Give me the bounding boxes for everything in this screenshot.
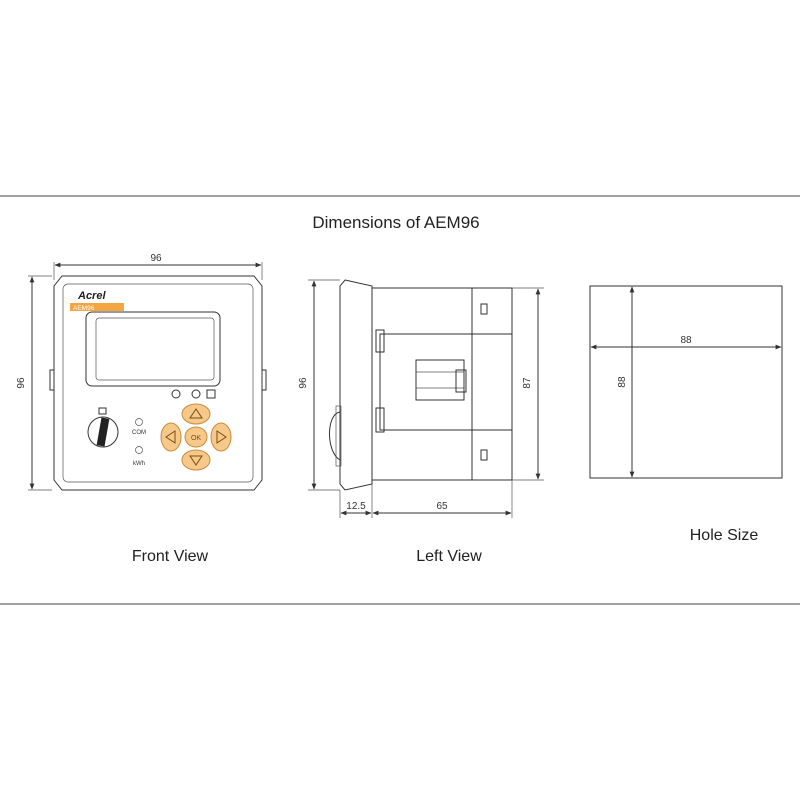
rotary-switch[interactable] [87,416,119,448]
side-bezel [339,279,373,491]
model-tag [70,303,124,311]
mount-clip-bottom [375,407,385,433]
mount-bracket [379,333,473,431]
mount-clip-top [375,329,385,353]
drawing-title: Dimensions of AEM96 [312,213,479,232]
down-key[interactable] [181,449,211,471]
hole-width-value: 88 [680,335,692,346]
mount-screw [415,359,465,401]
side-knob-base [335,405,342,467]
left-body-value: 87 [522,377,533,389]
hole-view-caption: Hole Size [690,527,759,544]
left-view: 96 87 12.5 65 Left View [298,279,544,565]
rotary-switch-handle[interactable] [96,417,110,447]
right-arrow-icon [216,430,227,444]
up-key[interactable] [181,403,211,425]
front-clip-right [261,369,267,391]
front-bezel [53,275,263,491]
hole-view: 88 88 Hole Size [589,285,783,544]
front-view-caption: Front View [132,548,209,565]
left-height-value: 96 [298,377,309,389]
mount-screw-head [455,369,467,393]
status-led-3 [206,389,216,399]
front-height-value: 96 [16,377,27,389]
terminal-block-bottom [471,429,513,481]
left-arrow-icon [165,430,176,444]
left-depth-front-value: 12.5 [346,501,366,512]
right-key[interactable] [210,422,232,452]
up-arrow-icon [189,408,203,419]
keypad: OK [160,403,232,471]
status-led-1 [171,389,181,399]
left-view-caption: Left View [416,548,482,565]
front-view: Acrel AEM96 COM kWh OK [16,253,267,565]
down-arrow-icon [189,455,203,466]
ok-key[interactable] [184,426,208,448]
brand-logo: Acrel [77,290,106,302]
lcd-inner [95,317,215,381]
front-panel [62,283,254,483]
com-led [135,418,143,426]
side-body [371,287,513,481]
com-label: COM [132,430,146,436]
hole-height-value: 88 [617,376,628,388]
left-key[interactable] [160,422,182,452]
kwh-led [135,446,143,454]
model-tag-label: AEM96 [73,305,95,312]
front-width-value: 96 [150,253,162,264]
terminal-screw-top [480,303,488,315]
left-depth-body-value: 65 [436,501,448,512]
lcd-window [85,311,221,387]
front-clip-left [49,369,55,391]
terminal-screw-bottom [480,449,488,461]
terminal-block-top [471,287,513,335]
ok-key-label: OK [191,435,201,442]
status-led-2 [191,389,201,399]
hole-cutout [589,285,783,479]
kwh-label: kWh [133,461,145,467]
side-knob [329,411,341,461]
lock-icon [98,407,107,415]
